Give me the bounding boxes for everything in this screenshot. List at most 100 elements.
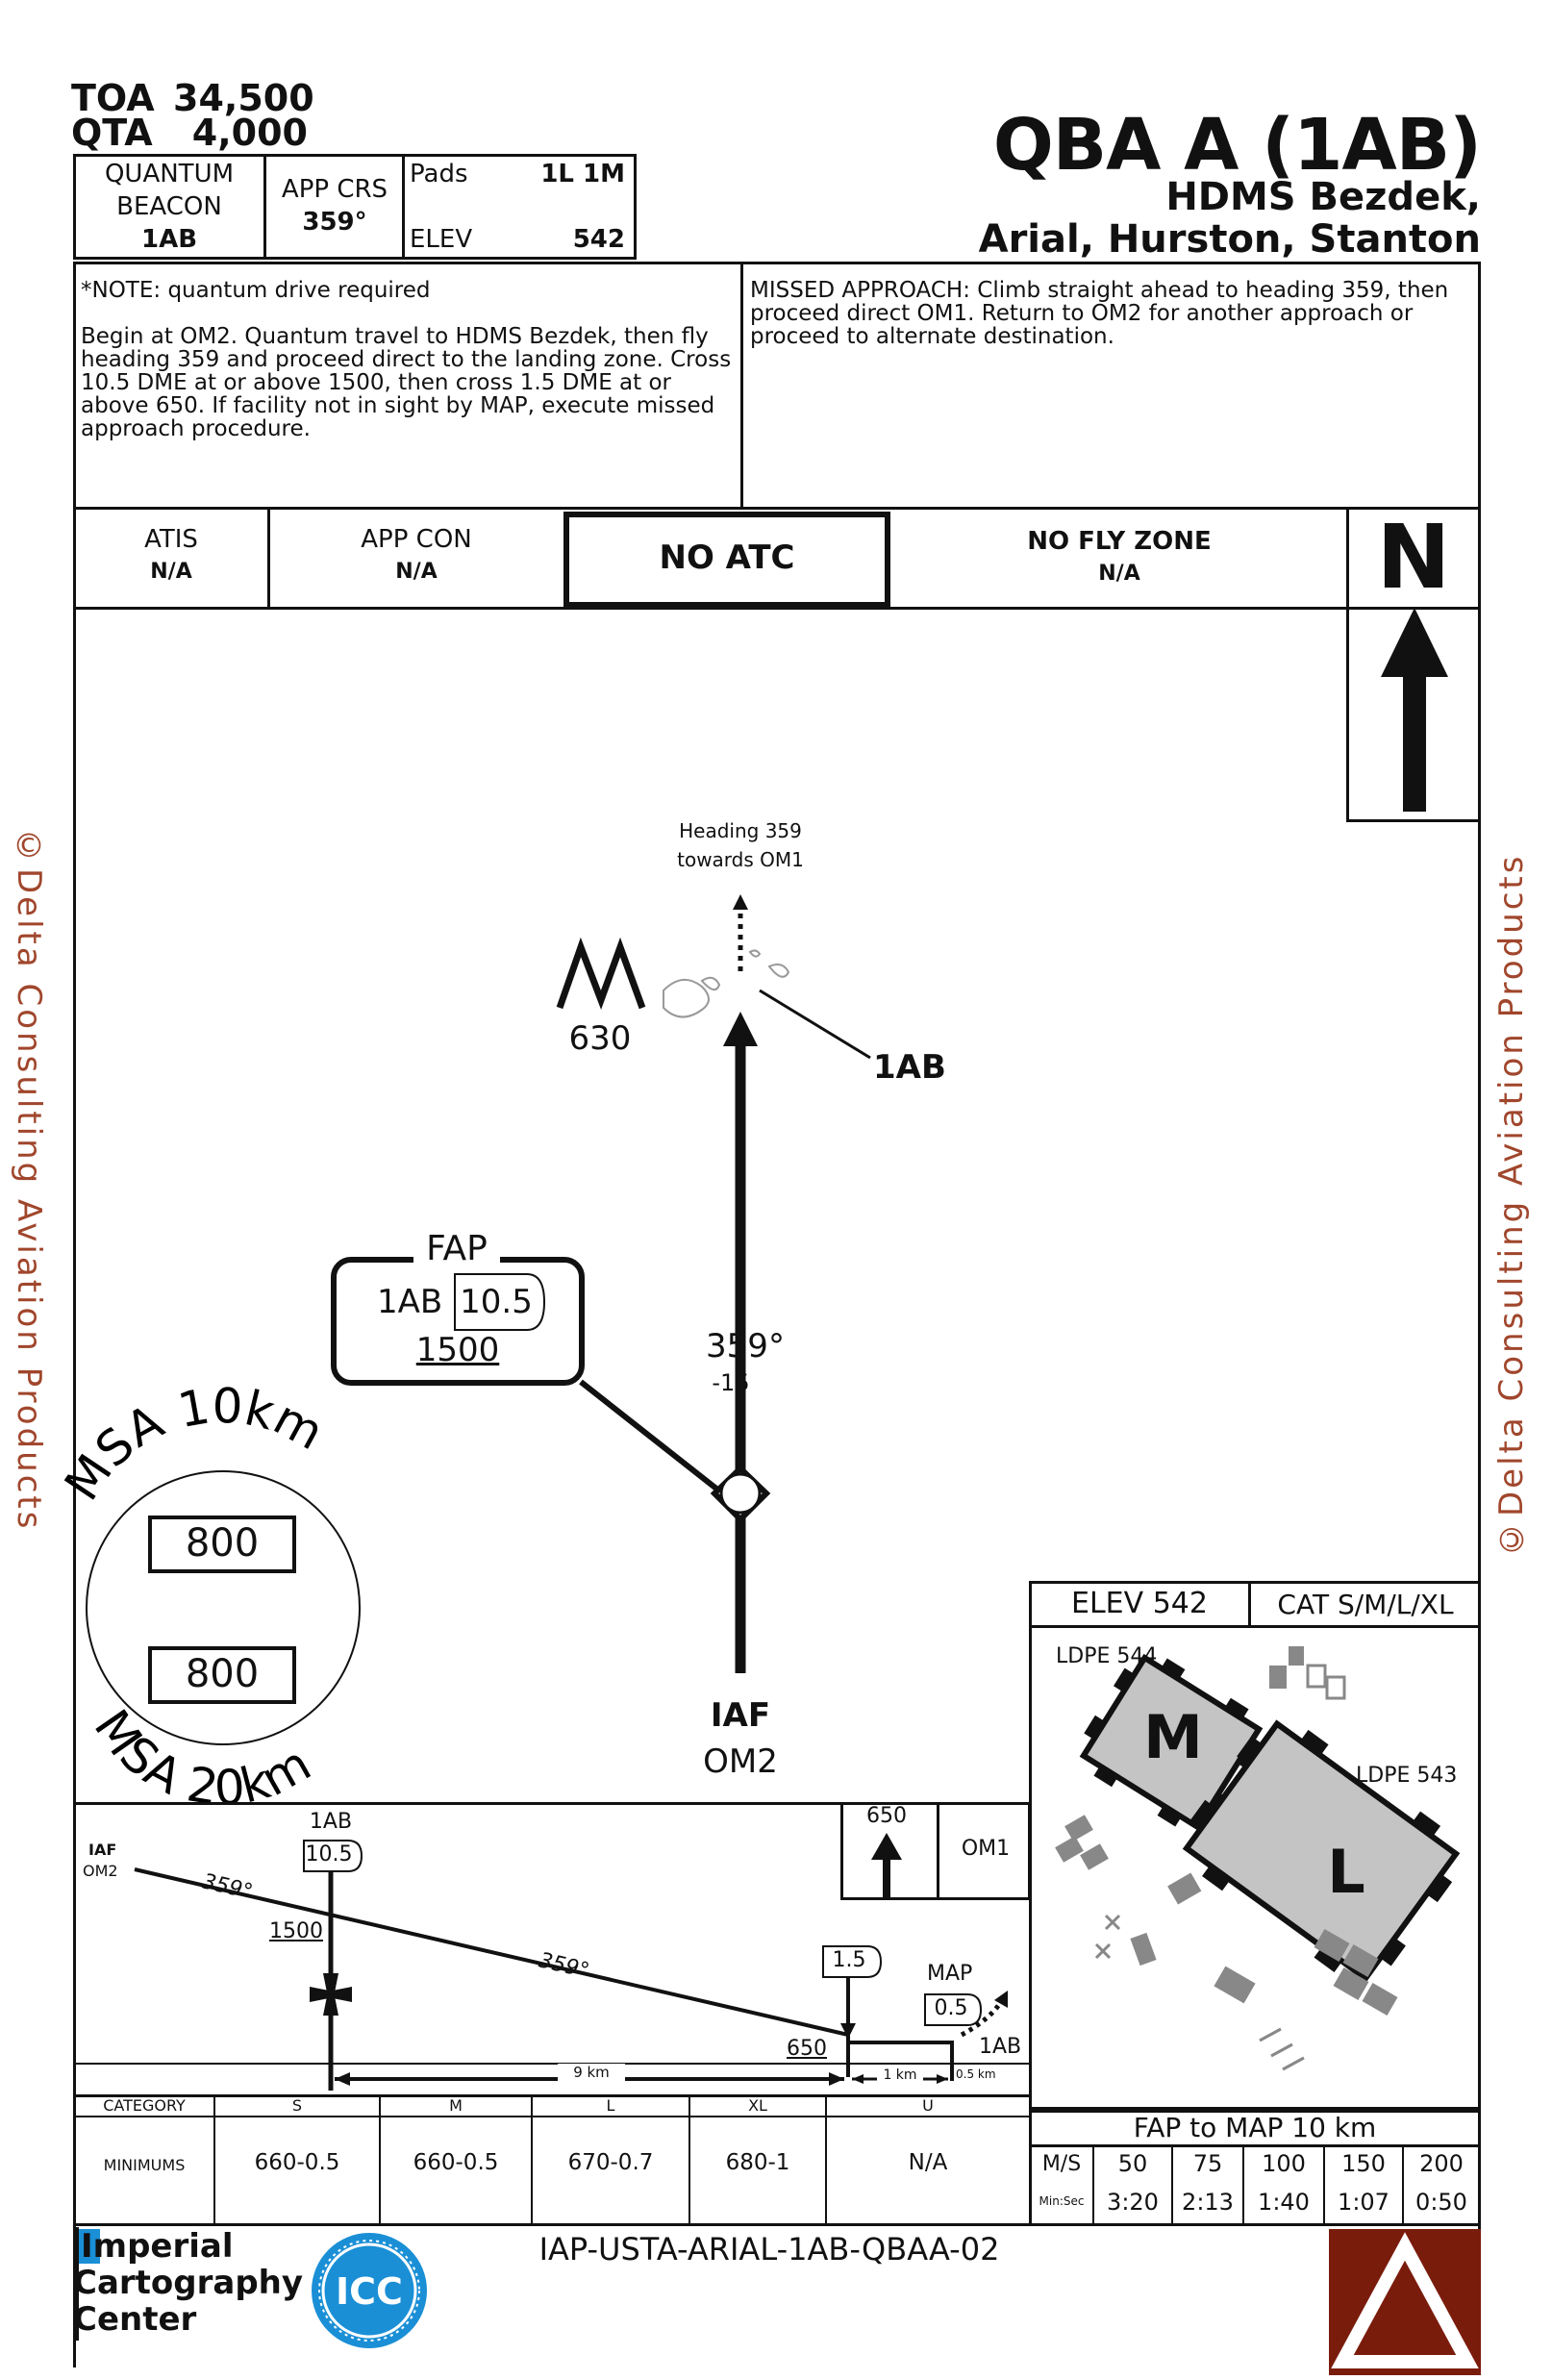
distance-9km-label: 9 km <box>558 2064 625 2081</box>
divider <box>263 154 266 260</box>
divider <box>1323 2144 1325 2225</box>
fap-dme: 10.5 <box>460 1283 533 1321</box>
fap-label-gap <box>413 1246 500 1273</box>
divider <box>73 1802 1031 1805</box>
category-u: U <box>922 2096 934 2115</box>
pads-label: Pads <box>410 160 468 188</box>
divider <box>73 2116 1031 2117</box>
terrain-icon <box>663 949 790 1018</box>
profile-map-label: MAP <box>927 1962 973 1986</box>
ldpe-l: LDPE 543 <box>1356 1764 1458 1788</box>
speed-75: 75 <box>1192 2150 1223 2177</box>
missed-fix: OM1 <box>961 1837 1011 1861</box>
divider <box>688 2094 690 2223</box>
divider <box>825 2094 827 2223</box>
profile-map-alt: 650 <box>787 2037 827 2061</box>
north-arrow-icon <box>1381 608 1448 812</box>
toa-value: 34,500 <box>173 77 314 119</box>
logo-line1: Imperial <box>81 2227 234 2266</box>
msa-bottom-value: 800 <box>185 1652 260 1696</box>
atis-value: N/A <box>150 560 192 584</box>
divider <box>267 510 270 610</box>
profile-map-dme: 1.5 <box>832 1948 866 1972</box>
category-l: L <box>606 2096 615 2115</box>
category-m: M <box>449 2096 463 2115</box>
destination-fix: 1AB <box>873 1048 946 1087</box>
arrowhead-icon <box>871 1833 902 1860</box>
fap-reference: 1AB <box>377 1283 443 1321</box>
heading-note-line1: Heading 359 <box>679 819 802 842</box>
divider <box>1346 819 1481 822</box>
copyright-left: ©Delta Consulting Aviation Products <box>10 827 48 1532</box>
map-dme-tag <box>822 1945 883 1978</box>
svg-text:ICC: ICC <box>336 2270 403 2313</box>
divider <box>1242 2144 1244 2225</box>
app-con-value: N/A <box>395 560 438 584</box>
airport-elevation: ELEV 542 <box>1071 1587 1208 1620</box>
minimum-xl: 680-1 <box>725 2150 790 2175</box>
profile-fix-dme: 10.5 <box>305 1842 353 1866</box>
missed-approach-box <box>840 1802 1031 1900</box>
distance-1km-label: 1 km <box>877 2067 923 2083</box>
profile-map-distance: 0.5 <box>934 1996 968 2020</box>
buildings-icon <box>1055 1646 1398 2017</box>
descent-path <box>134 1867 849 2037</box>
category-s: S <box>291 2096 303 2115</box>
markers-icon <box>1094 1664 1346 2071</box>
no-atc-box <box>563 512 890 608</box>
profile-destination: 1AB <box>979 2035 1022 2059</box>
beacon-line1: QUANTUM <box>104 160 235 188</box>
minimum-u: N/A <box>908 2150 948 2175</box>
no-atc-label: NO ATC <box>659 539 795 577</box>
speed-100: 100 <box>1262 2150 1306 2177</box>
pad-l <box>1182 1719 1461 1983</box>
fap-label: FAP <box>426 1229 488 1268</box>
speed-50: 50 <box>1117 2150 1148 2177</box>
category-xl: XL <box>748 2096 767 2115</box>
profile-fix-ref: 1AB <box>309 1810 353 1834</box>
minimum-m: 660-0.5 <box>413 2150 499 2175</box>
divider <box>1402 2144 1404 2225</box>
fap-fix-circle <box>719 1472 762 1515</box>
fix-dme-tag <box>303 1840 363 1872</box>
copyright-right: ©Delta Consulting Aviation Products <box>1492 853 1531 1558</box>
logo-line3: Center <box>73 2300 197 2339</box>
msa-top-box <box>148 1516 296 1573</box>
course-label: 359° <box>706 1327 785 1365</box>
airport-layout <box>1055 1646 1461 2071</box>
speed-200: 200 <box>1419 2150 1464 2177</box>
divider <box>1248 1581 1251 1627</box>
arrowhead-icon <box>723 1012 758 1046</box>
qta-value: 4,000 <box>191 112 308 154</box>
speed-label: M/S <box>1041 2152 1082 2176</box>
divider <box>740 262 743 510</box>
map-distance-tag <box>924 1993 983 2026</box>
divider <box>531 2094 533 2223</box>
divider <box>1171 2144 1173 2225</box>
arrowhead-icon <box>937 2074 948 2084</box>
divider <box>402 154 405 260</box>
logo-accent <box>79 2229 100 2264</box>
profile-iaf: IAF <box>88 1841 117 1859</box>
course-sub-label: -15 <box>712 1369 750 1396</box>
elev-value: 542 <box>572 225 625 254</box>
minimums-row-label: MINIMUMS <box>103 2156 186 2174</box>
arrowhead-icon <box>852 2074 864 2084</box>
minimums-category-label: CATEGORY <box>103 2096 186 2115</box>
app-crs-label: APP CRS <box>281 175 388 204</box>
elev-label: ELEV <box>410 225 473 254</box>
msa-bottom-box <box>148 1646 296 1704</box>
toa-label: TOA <box>71 77 155 119</box>
climb-arrow-icon <box>883 1856 890 1898</box>
obstacle-elevation: 630 <box>568 1019 632 1058</box>
missed-approach-path <box>960 1998 1005 2038</box>
iaf-label: IAF <box>710 1696 771 1735</box>
seal-icon: ICC <box>312 2233 427 2348</box>
location-name: Arial, Hurston, Stanton <box>978 217 1481 262</box>
destination-name: HDMS Bezdek, <box>1165 175 1481 219</box>
app-crs-value: 359° <box>302 208 367 237</box>
destination-leader <box>759 989 871 1060</box>
time-150: 1:07 <box>1338 2189 1389 2216</box>
msa-top-value: 800 <box>185 1521 260 1566</box>
